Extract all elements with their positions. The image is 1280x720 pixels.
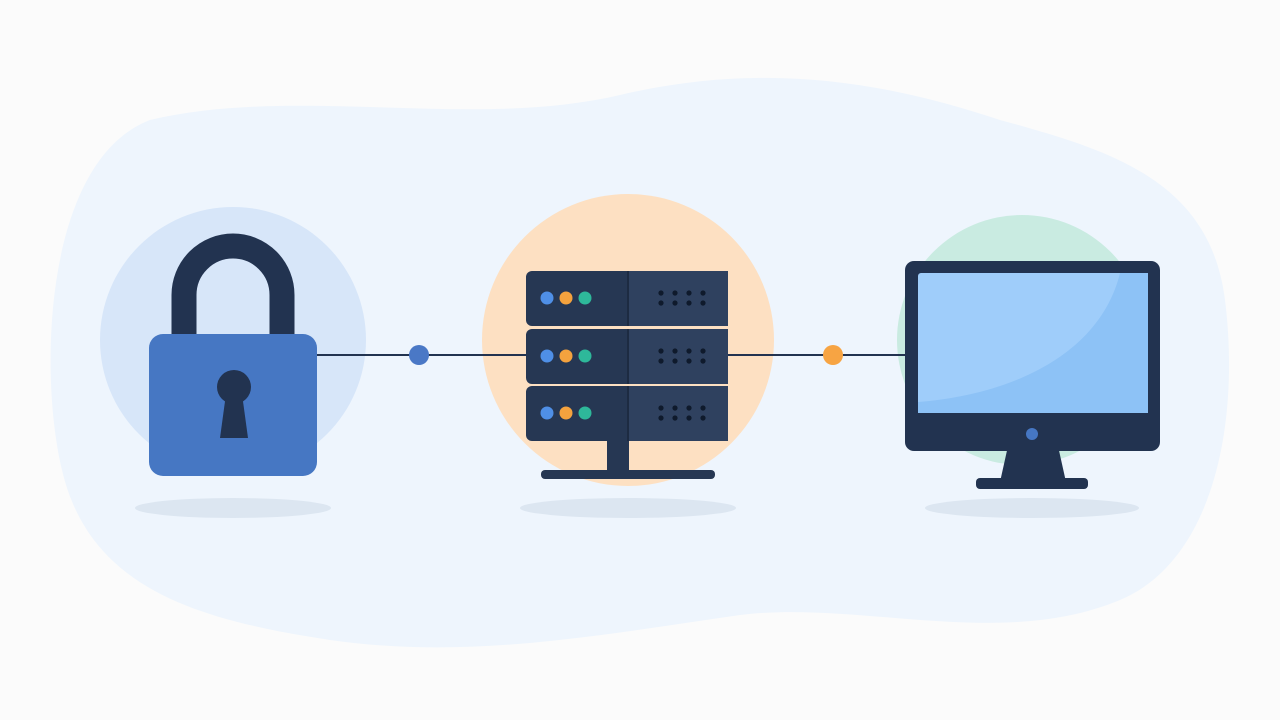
server-shadow <box>520 498 736 518</box>
server-vent-dot <box>686 415 692 421</box>
server-vent-dot <box>686 348 692 354</box>
server-vent-dot <box>700 358 706 364</box>
server-vent-dot <box>672 358 678 364</box>
server-vent-dot <box>700 290 706 296</box>
server-unit-panel-1 <box>628 271 728 326</box>
server-vent-dot <box>672 348 678 354</box>
padlock-shackle <box>171 233 295 338</box>
server-stand-base <box>541 470 715 479</box>
server-stand-post <box>607 440 629 474</box>
lock-shadow <box>135 498 331 518</box>
keyhole-slot <box>220 394 248 438</box>
link-node-right <box>823 345 843 365</box>
server-vent-dot <box>700 405 706 411</box>
server-status-led-2-1 <box>540 349 554 363</box>
server-status-led-3-1 <box>540 406 554 420</box>
server-status-led-2-2 <box>559 349 573 363</box>
desktop-monitor-icon <box>905 261 1160 489</box>
server-vent-dot <box>658 300 664 306</box>
server-status-led-3-3 <box>578 406 592 420</box>
server-vent-dot <box>672 415 678 421</box>
server-vent-dot <box>700 300 706 306</box>
monitor-shadow <box>925 498 1139 518</box>
server-vent-dot <box>686 358 692 364</box>
padlock-icon <box>149 233 317 476</box>
server-vent-dot <box>672 405 678 411</box>
server-status-led-1-3 <box>578 291 592 305</box>
server-vent-dot <box>686 300 692 306</box>
server-status-led-2-3 <box>578 349 592 363</box>
server-vent-dot <box>672 290 678 296</box>
server-vent-dot <box>658 348 664 354</box>
server-vent-dot <box>658 405 664 411</box>
link-node-left <box>409 345 429 365</box>
server-unit-panel-3 <box>628 386 728 441</box>
server-status-led-1-2 <box>559 291 573 305</box>
monitor-screen-highlight <box>918 273 1148 413</box>
monitor-power-led <box>1026 428 1038 440</box>
server-vent-dot <box>658 290 664 296</box>
server-vent-dot <box>700 415 706 421</box>
server-rack-icon <box>526 271 728 479</box>
server-vent-dot <box>658 358 664 364</box>
server-status-led-1-1 <box>540 291 554 305</box>
server-vent-dot <box>658 415 664 421</box>
keyhole-icon <box>217 370 251 404</box>
monitor-stand-neck <box>1000 446 1066 482</box>
server-vent-dot <box>672 300 678 306</box>
server-status-led-3-2 <box>559 406 573 420</box>
server-vent-dot <box>700 348 706 354</box>
server-vent-dot <box>686 290 692 296</box>
server-unit-panel-2 <box>628 329 728 384</box>
server-vent-dot <box>686 405 692 411</box>
monitor-stand-base <box>976 478 1088 489</box>
